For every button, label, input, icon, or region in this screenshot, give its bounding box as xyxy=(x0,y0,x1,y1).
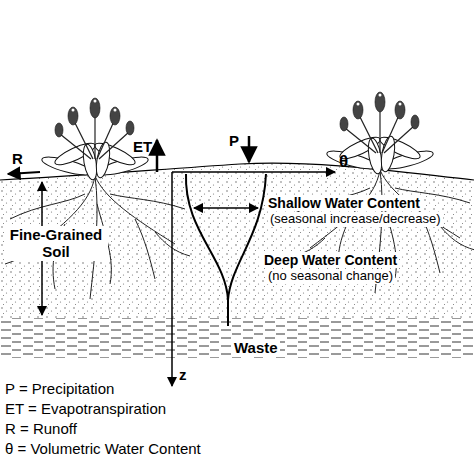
key-line: R = Runoff xyxy=(5,420,77,437)
waste-layer xyxy=(0,318,474,358)
axis-label: z xyxy=(179,366,187,383)
water-profile xyxy=(228,174,266,300)
theta-axis xyxy=(172,171,335,173)
zone-note: (no seasonal change) xyxy=(266,269,395,284)
key-line: ET = Evapotranspiration xyxy=(5,400,166,417)
depth-axis xyxy=(171,172,173,386)
axis-label: θ xyxy=(339,152,348,172)
flux-label: P xyxy=(229,132,239,149)
key-line: θ = Volumetric Water Content xyxy=(5,440,201,457)
soil-layer xyxy=(0,163,474,318)
precip-arrow xyxy=(248,136,251,162)
water-profile xyxy=(186,174,228,326)
runoff-arrow xyxy=(8,172,40,174)
et-arrow xyxy=(156,140,159,172)
plant xyxy=(5,98,190,299)
flux-label: R xyxy=(12,150,23,167)
range-arrow xyxy=(194,207,258,209)
flux-label: ET xyxy=(133,138,152,155)
key-line: P = Precipitation xyxy=(5,380,114,397)
zone-label: Deep Water Content xyxy=(262,252,399,268)
layer-label: Waste xyxy=(232,339,280,356)
zone-label: Shallow Water Content xyxy=(266,195,422,211)
zone-note: (seasonal increase/decrease) xyxy=(268,212,443,227)
layer-label: Fine-Grained Soil xyxy=(4,226,108,261)
